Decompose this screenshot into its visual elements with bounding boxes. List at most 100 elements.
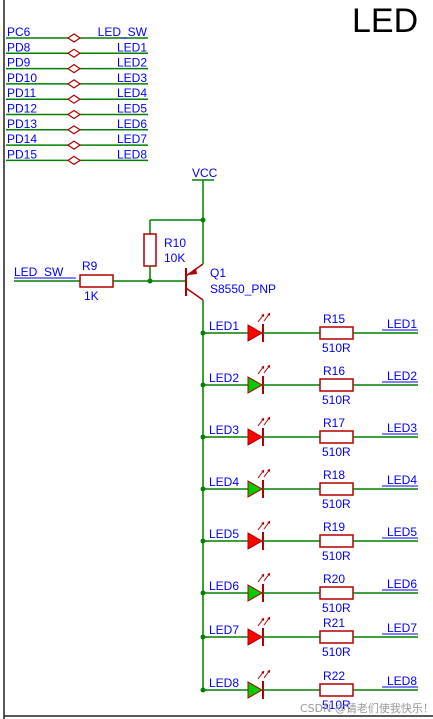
led-row: LED7 R21 510R LED7 bbox=[200, 616, 418, 659]
led-resistor bbox=[319, 630, 354, 644]
led-ref-label: LED6 bbox=[209, 579, 239, 593]
port-pin-label: PD8 bbox=[7, 40, 31, 54]
led-resistor bbox=[319, 378, 354, 392]
port-net-label: LED5 bbox=[117, 102, 147, 116]
port-pin-label: PD9 bbox=[7, 56, 31, 70]
led-row: LED8 R22 510R LED8 bbox=[200, 669, 418, 712]
r10-value: 10K bbox=[164, 251, 185, 265]
port-pin-label: PD13 bbox=[7, 117, 37, 131]
port-pin-label: PC6 bbox=[7, 25, 31, 39]
led-symbol bbox=[247, 681, 264, 699]
port-net-label: LED6 bbox=[117, 117, 147, 131]
led-row: LED4 R18 510R LED4 bbox=[200, 468, 418, 511]
port-net-label: LED3 bbox=[117, 71, 147, 85]
led-ref-label: LED8 bbox=[209, 676, 239, 690]
port-map-row: PD8 LED1 bbox=[6, 40, 148, 59]
port-net-label: LED1 bbox=[117, 40, 147, 54]
port-net-label: LED4 bbox=[117, 86, 147, 100]
port-net-label: LED8 bbox=[117, 147, 147, 161]
r9-resistor bbox=[79, 274, 114, 288]
net-tie-icon bbox=[66, 125, 82, 135]
led-ref-label: LED7 bbox=[209, 623, 239, 637]
resistor-ref-label: R18 bbox=[323, 468, 345, 482]
port-map-row: PC6 LED_SW bbox=[6, 25, 148, 43]
led-ref-label: LED2 bbox=[209, 371, 239, 385]
resistor-ref-label: R16 bbox=[323, 364, 345, 378]
led-ref-label: LED1 bbox=[209, 319, 239, 333]
led-resistor bbox=[319, 683, 354, 697]
resistor-ref-label: R21 bbox=[323, 616, 345, 630]
port-map-row: PD15 LED8 bbox=[6, 147, 148, 166]
led-row: LED3 R17 510R LED3 bbox=[200, 416, 418, 459]
led-net-label: LED2 bbox=[387, 369, 417, 383]
led-symbol bbox=[247, 324, 264, 342]
led-ref-label: LED4 bbox=[209, 475, 239, 489]
resistor-value-label: 510R bbox=[322, 341, 351, 355]
port-net-label: LED_SW bbox=[98, 25, 148, 39]
net-tie-icon bbox=[66, 48, 82, 59]
resistor-ref-label: R19 bbox=[323, 520, 345, 534]
net-tie-icon bbox=[66, 79, 82, 89]
port-pin-label: PD15 bbox=[7, 147, 37, 161]
resistor-value-label: 510R bbox=[322, 497, 351, 511]
port-map-row: PD13 LED6 bbox=[6, 117, 148, 135]
led-ref-label: LED3 bbox=[209, 423, 239, 437]
led-net-label: LED8 bbox=[387, 674, 417, 688]
led-symbol bbox=[247, 376, 264, 394]
port-map-row: PD9 LED2 bbox=[6, 56, 148, 74]
sheet-title: LED bbox=[352, 2, 418, 40]
r9-value: 1K bbox=[84, 289, 99, 303]
input-net-label: LED_SW bbox=[14, 265, 64, 279]
r10-ref: R10 bbox=[164, 236, 186, 250]
led-symbol bbox=[247, 628, 264, 646]
switch-circuit: VCC R10 10K LED_SW R9 1K Q1 S8550_PNP bbox=[14, 166, 276, 692]
led-symbol bbox=[247, 532, 264, 550]
led-resistor bbox=[319, 534, 354, 548]
port-net-label: LED2 bbox=[117, 56, 147, 70]
resistor-value-label: 510R bbox=[322, 698, 351, 712]
resistor-value-label: 510R bbox=[322, 645, 351, 659]
net-tie-icon bbox=[66, 63, 82, 74]
led-net-label: LED5 bbox=[387, 525, 417, 539]
led-resistor bbox=[319, 586, 354, 600]
q1-part: S8550_PNP bbox=[210, 282, 276, 296]
led-net-label: LED4 bbox=[387, 473, 417, 487]
resistor-ref-label: R22 bbox=[323, 669, 345, 683]
net-tie-icon bbox=[66, 94, 82, 104]
led-ref-label: LED5 bbox=[209, 527, 239, 541]
resistor-ref-label: R15 bbox=[323, 312, 345, 326]
port-map-row: PD10 LED3 bbox=[6, 71, 148, 89]
r10-resistor bbox=[143, 233, 157, 267]
sheet-border bbox=[3, 0, 433, 719]
vcc-label: VCC bbox=[192, 166, 218, 180]
port-pin-label: PD14 bbox=[7, 132, 37, 146]
resistor-value-label: 510R bbox=[322, 601, 351, 615]
net-tie-icon bbox=[66, 109, 82, 120]
resistor-ref-label: R20 bbox=[323, 572, 345, 586]
resistor-value-label: 510R bbox=[322, 549, 351, 563]
resistor-value-label: 510R bbox=[322, 393, 351, 407]
resistor-value-label: 510R bbox=[322, 445, 351, 459]
led-net-label: LED3 bbox=[387, 421, 417, 435]
net-tie-icon bbox=[66, 140, 82, 150]
resistor-ref-label: R17 bbox=[323, 416, 345, 430]
port-pin-label: PD10 bbox=[7, 71, 37, 85]
net-tie-icon bbox=[66, 33, 82, 43]
led-resistor bbox=[319, 326, 354, 340]
port-map-row: PD11 LED4 bbox=[6, 86, 148, 104]
led-resistor bbox=[319, 430, 354, 444]
port-pin-label: PD11 bbox=[7, 86, 36, 100]
q1-ref: Q1 bbox=[210, 266, 226, 280]
led-symbol bbox=[247, 428, 264, 446]
led-net-label: LED7 bbox=[387, 621, 417, 635]
led-row: LED2 R16 510R LED2 bbox=[200, 364, 418, 407]
led-symbol bbox=[247, 584, 264, 602]
led-resistor bbox=[319, 482, 354, 496]
